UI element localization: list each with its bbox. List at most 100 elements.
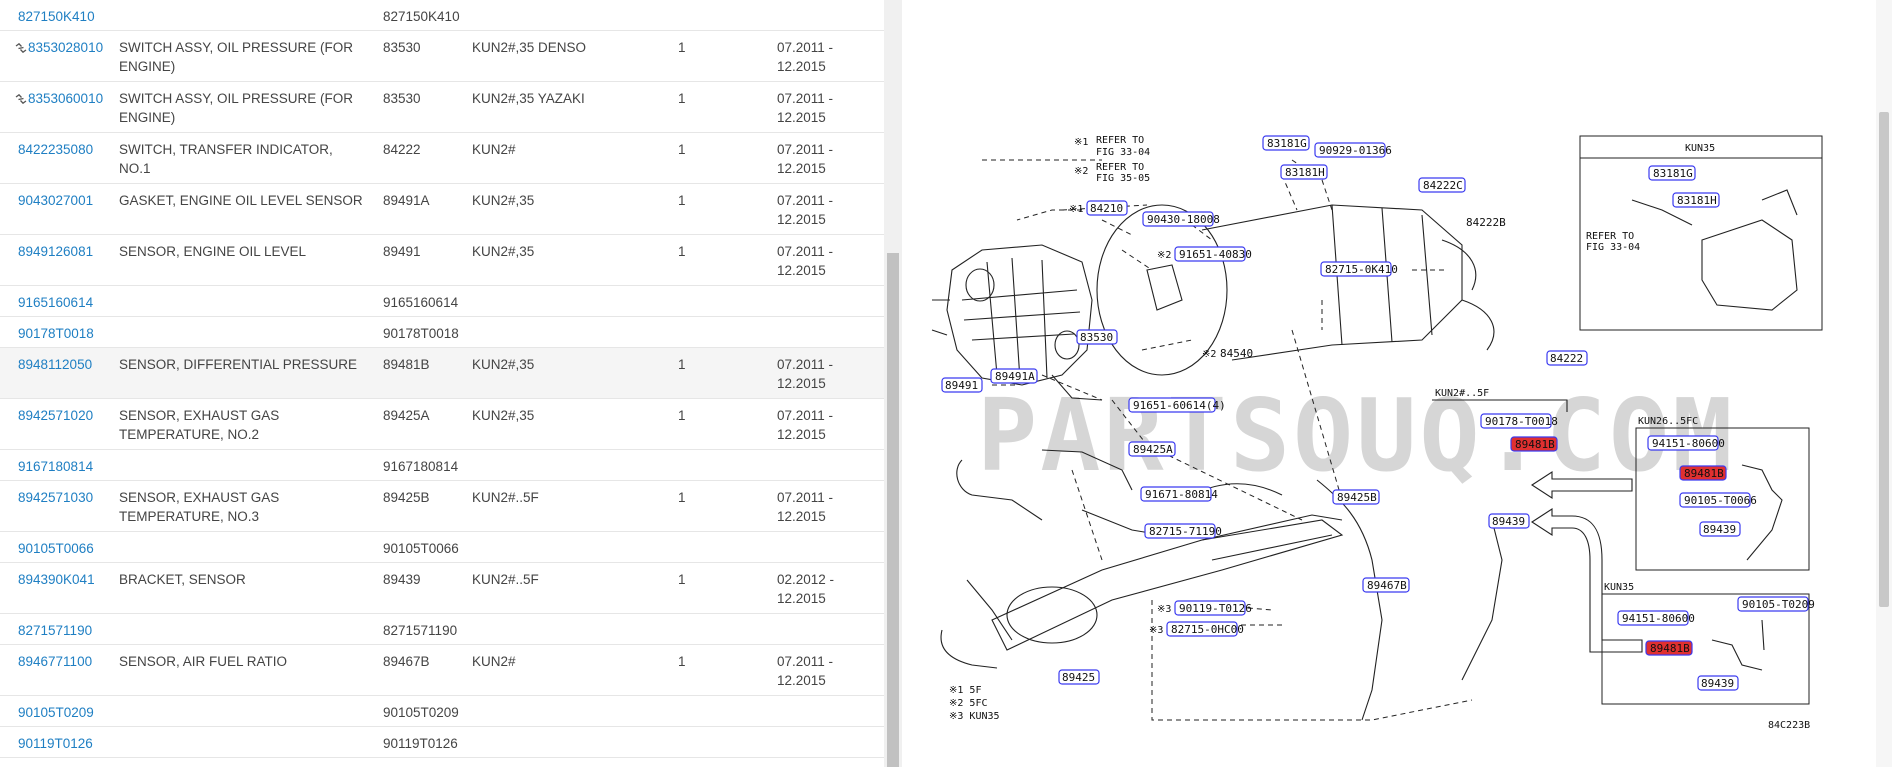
part-quantity-text: 1 [678, 193, 686, 208]
part-date-range: 07.2011 - 12.2015 [777, 652, 857, 690]
part-number-link[interactable]: 8942571030 [18, 488, 93, 507]
part-date-range: 07.2011 - 12.2015 [777, 191, 857, 229]
part-date-range: 02.2012 - 12.2015 [777, 570, 857, 608]
page-scrollbar-thumb[interactable] [1879, 112, 1889, 607]
part-description-text: SWITCH ASSY, OIL PRESSURE (FOR ENGINE) [119, 40, 354, 74]
svg-text:89491A: 89491A [995, 370, 1035, 383]
svg-text:89481B: 89481B [1650, 642, 1690, 655]
table-row[interactable]: 8422235080 SWITCH, TRANSFER INDICATOR, NO… [0, 133, 884, 184]
svg-text:84210: 84210 [1090, 202, 1123, 215]
part-ref-code: 83530 [383, 89, 421, 108]
part-ref-code: 89439 [383, 570, 421, 589]
part-quantity-text: 1 [678, 357, 686, 372]
svg-text:89439: 89439 [1492, 515, 1525, 528]
svg-text:90929-01366: 90929-01366 [1319, 144, 1392, 157]
part-ref-code-text: 89481B [383, 357, 430, 372]
part-number-link[interactable]: 8942571020 [18, 406, 93, 425]
part-number-link[interactable]: 90178T0018 [18, 324, 94, 343]
part-model: KUN2#,35 [472, 355, 534, 374]
part-date-range: 07.2011 - 12.2015 [777, 38, 857, 76]
part-model: KUN2#..5F [472, 570, 539, 589]
part-description-text: SWITCH, TRANSFER INDICATOR, NO.1 [119, 142, 333, 176]
pipe-sketch [1316, 479, 1383, 721]
part-number-link[interactable]: 8353060010 [15, 89, 103, 108]
svg-text:91671-80814: 91671-80814 [1145, 488, 1218, 501]
svg-text:※2 5FC: ※2 5FC [949, 698, 987, 709]
part-quantity: 1 [678, 38, 686, 57]
part-date-range-text: 07.2011 - 12.2015 [777, 654, 834, 688]
part-model-text: KUN2# [472, 142, 516, 157]
page-scrollbar[interactable] [1876, 0, 1892, 767]
svg-text:83530: 83530 [1080, 331, 1113, 344]
link-chain-icon [15, 43, 27, 53]
part-model-text: KUN2#..5F [472, 572, 539, 587]
part-number-link[interactable]: 8946771100 [18, 652, 92, 671]
svg-text:90105-T0066: 90105-T0066 [1684, 494, 1757, 507]
svg-text:90430-18008: 90430-18008 [1147, 213, 1220, 226]
part-quantity-text: 1 [678, 572, 686, 587]
table-scrollbar[interactable] [884, 0, 902, 767]
inset-kun35-bottom: KUN35 90105-T0209 94151-80600 89481B 894… [1601, 582, 1815, 705]
part-number-link[interactable]: 9165160614 [18, 293, 93, 312]
part-description: SWITCH ASSY, OIL PRESSURE (FOR ENGINE) [119, 38, 364, 76]
part-number-link[interactable]: 894390K041 [18, 570, 95, 589]
table-scrollbar-thumb[interactable] [887, 253, 899, 767]
part-number-link[interactable]: 9167180814 [18, 457, 93, 476]
svg-text:89481B: 89481B [1684, 467, 1724, 480]
part-number-link[interactable]: 90105T0209 [18, 703, 94, 722]
svg-text:84222B: 84222B [1466, 216, 1506, 229]
part-number-link-text: 894390K041 [18, 572, 95, 587]
part-number-link[interactable]: 8271571190 [18, 621, 92, 640]
svg-text:KUN26..5FC: KUN26..5FC [1638, 416, 1698, 427]
part-number-link-text: 8271571190 [18, 623, 93, 638]
table-row[interactable]: 90105T0209 90105T0209 [0, 696, 884, 727]
part-number-link[interactable]: 90105T0066 [18, 539, 94, 558]
part-number-link[interactable]: 8948112050 [18, 355, 92, 374]
part-description-text: SENSOR, EXHAUST GAS TEMPERATURE, NO.2 [119, 408, 280, 442]
part-description: SWITCH ASSY, OIL PRESSURE (FOR ENGINE) [119, 89, 364, 127]
part-number-link[interactable]: 8949126081 [18, 242, 93, 261]
part-number-link[interactable]: 8422235080 [18, 140, 93, 159]
part-model: KUN2#,35 [472, 242, 534, 261]
part-date-range-text: 07.2011 - 12.2015 [777, 408, 834, 442]
part-quantity: 1 [678, 140, 686, 159]
part-quantity: 1 [678, 652, 686, 671]
part-number-link[interactable]: 9043027001 [18, 191, 93, 210]
svg-text:89425A: 89425A [1133, 443, 1173, 456]
part-quantity-text: 1 [678, 142, 686, 157]
svg-text:89425B: 89425B [1337, 491, 1377, 504]
part-number-link[interactable]: 90119T0126 [18, 734, 93, 753]
table-row[interactable]: 8942571020 SENSOR, EXHAUST GAS TEMPERATUR… [0, 399, 884, 450]
part-quantity: 1 [678, 191, 686, 210]
part-ref-code-text: 89439 [383, 572, 421, 587]
svg-text:84222: 84222 [1550, 352, 1583, 365]
part-quantity-text: 1 [678, 244, 686, 259]
svg-text:KUN2#..5F: KUN2#..5F [1435, 388, 1489, 399]
leader-lines [982, 159, 1473, 721]
part-number-link-text: 8949126081 [18, 244, 94, 259]
part-quantity: 1 [678, 242, 686, 261]
table-row[interactable]: 8353028010 SWITCH ASSY, OIL PRESSURE (FOR… [0, 31, 884, 82]
part-quantity-text: 1 [678, 91, 686, 106]
svg-text:KUN35: KUN35 [1685, 143, 1715, 154]
part-ref-code-text: 90105T0209 [383, 705, 459, 720]
part-date-range: 07.2011 - 12.2015 [777, 355, 857, 393]
part-description: SENSOR, AIR FUEL RATIO [119, 652, 364, 671]
part-number-link[interactable]: 8353028010 [15, 38, 103, 57]
table-row[interactable]: 8353060010 SWITCH ASSY, OIL PRESSURE (FOR… [0, 82, 884, 133]
part-number-link[interactable]: 827150K410 [18, 7, 95, 26]
svg-text:82715-71190: 82715-71190 [1149, 525, 1222, 538]
